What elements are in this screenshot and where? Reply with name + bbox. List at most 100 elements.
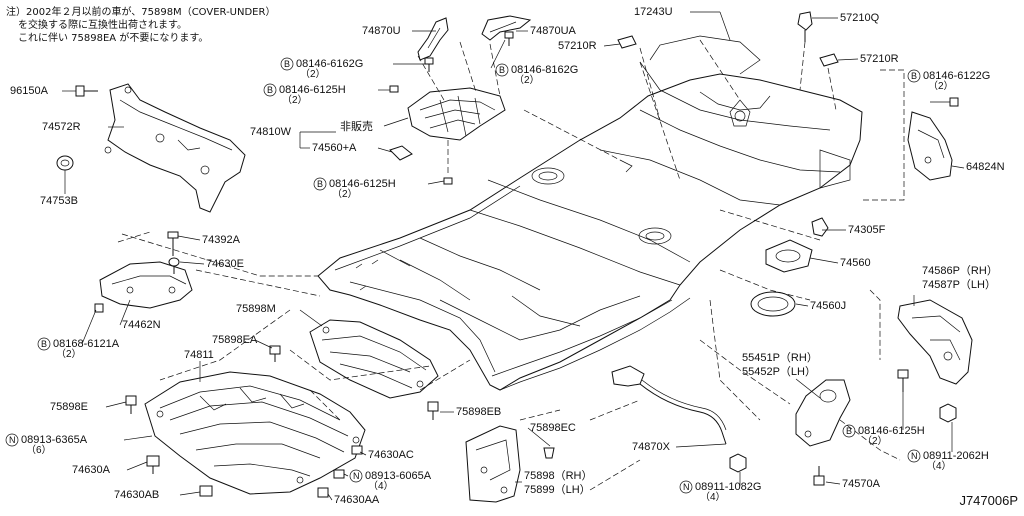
callout-b-1: B bbox=[284, 59, 291, 69]
part-74570A-bolt bbox=[813, 466, 825, 486]
label-74392A: 74392A bbox=[202, 234, 240, 246]
callout-b-6: B bbox=[41, 339, 48, 349]
part-74305F-clip bbox=[811, 217, 829, 237]
part-74572R bbox=[104, 83, 246, 213]
part-08913-6065A-screw bbox=[333, 469, 345, 479]
qty-08913-6365A: （6） bbox=[26, 445, 52, 456]
qty-08146-8162G: （2） bbox=[514, 75, 540, 86]
label-96150A: 96150A bbox=[10, 85, 48, 97]
label-74586P: 74586P（RH） bbox=[922, 265, 998, 277]
label-74305F: 74305F bbox=[848, 224, 886, 236]
part-74560J bbox=[750, 291, 796, 317]
label-57210Q: 57210Q bbox=[840, 12, 880, 24]
callout-b-2: B bbox=[499, 65, 506, 75]
label-08913-6365A: 08913-6365A bbox=[21, 434, 88, 446]
qty-08146-6122G: （2） bbox=[928, 81, 954, 92]
qty-08913-6065A: （4） bbox=[368, 481, 394, 492]
label-74462N: 74462N bbox=[122, 319, 161, 331]
part-74811 bbox=[144, 371, 366, 495]
label-55451P: 55451P（RH） bbox=[742, 352, 818, 364]
note-line-3: これに伴い 75898EA が不要になります。 bbox=[18, 33, 209, 44]
label-75898EB: 75898EB bbox=[456, 406, 502, 418]
label-08911-1082G: 08911-1082G bbox=[695, 481, 762, 493]
part-17243U bbox=[617, 35, 637, 49]
part-75898E-clip bbox=[125, 395, 137, 414]
label-08146-8162G: 08146-8162G bbox=[511, 64, 579, 76]
part-64824N bbox=[907, 111, 953, 181]
label-55452P: 55452P（LH） bbox=[742, 366, 816, 378]
callout-b-4: B bbox=[317, 179, 324, 189]
part-75898EC-clip bbox=[543, 447, 555, 459]
floor-panel bbox=[317, 35, 863, 391]
part-74870UA bbox=[481, 15, 532, 41]
label-74630AA: 74630AA bbox=[334, 494, 380, 506]
label-nonsale: 非販売 bbox=[340, 121, 373, 133]
label-74587P: 74587P（LH） bbox=[922, 279, 996, 291]
part-55451P bbox=[795, 379, 851, 447]
label-57210R-b: 57210R bbox=[860, 53, 899, 65]
label-74560A: 74560+A bbox=[312, 142, 357, 154]
part-74630AA-clip bbox=[317, 487, 329, 498]
label-57210R-a: 57210R bbox=[558, 40, 597, 52]
label-08146-6125H-right: 08146-6125H bbox=[858, 425, 925, 437]
bolt-08146-6125H-mid bbox=[443, 177, 453, 185]
label-75898EC: 75898EC bbox=[530, 422, 576, 434]
callout-circles bbox=[5, 57, 921, 494]
part-08911-1082G-nut bbox=[729, 453, 747, 473]
part-nut-right bbox=[939, 403, 957, 423]
part-96150A-bolt bbox=[75, 85, 98, 97]
label-74630AC: 74630AC bbox=[368, 449, 414, 461]
label-74753B: 74753B bbox=[40, 195, 78, 207]
label-74630A: 74630A bbox=[72, 464, 110, 476]
bolt-08146-6125H-top bbox=[389, 85, 399, 93]
callout-n-2: N bbox=[353, 471, 360, 481]
label-74560J: 74560J bbox=[810, 300, 847, 312]
assembly-dashed-lines bbox=[117, 39, 905, 491]
qty-08146-6162G: （2） bbox=[300, 69, 326, 80]
part-bolt-right bbox=[897, 369, 909, 392]
part-74392A-bolt bbox=[167, 231, 179, 256]
label-74630AB: 74630AB bbox=[114, 489, 160, 501]
label-74560: 74560 bbox=[840, 257, 871, 269]
part-74870U bbox=[417, 17, 449, 61]
part-57210Q bbox=[797, 11, 813, 42]
callout-n-3: N bbox=[683, 482, 690, 492]
diagram-code: J747006P bbox=[959, 493, 1018, 508]
callout-b-7: B bbox=[846, 426, 853, 436]
part-74630AB-clip bbox=[199, 485, 213, 497]
qty-08168-6121A: （2） bbox=[56, 349, 82, 360]
part-74630AC-clip bbox=[351, 445, 363, 455]
part-74586P bbox=[897, 299, 973, 385]
qty-08146-6125H-right: （2） bbox=[862, 436, 888, 447]
label-74810W: 74810W bbox=[250, 126, 291, 138]
label-08913-6065A: 08913-6065A bbox=[365, 470, 432, 482]
label-08146-6125H-mid: 08146-6125H bbox=[329, 178, 396, 190]
part-74560A bbox=[389, 145, 413, 161]
label-74570A: 74570A bbox=[842, 478, 880, 490]
label-64824N: 64824N bbox=[966, 161, 1005, 173]
label-74870U: 74870U bbox=[362, 25, 401, 37]
label-75898E: 75898E bbox=[50, 401, 88, 413]
label-08146-6125H-top: 08146-6125H bbox=[279, 84, 346, 96]
qty-08146-6125H-mid: （2） bbox=[332, 189, 358, 200]
label-74811: 74811 bbox=[184, 349, 214, 361]
qty-08911-2062H: （4） bbox=[926, 461, 952, 472]
part-74630E-clip bbox=[168, 257, 180, 274]
qty-08911-1082G: （4） bbox=[700, 492, 726, 503]
label-74572R: 74572R bbox=[42, 121, 81, 133]
part-74870X bbox=[611, 365, 727, 445]
leader-lines bbox=[62, 11, 965, 501]
callout-n-4: N bbox=[911, 451, 918, 461]
label-17243U: 17243U bbox=[634, 6, 673, 18]
label-08146-6122G: 08146-6122G bbox=[923, 70, 991, 82]
note-line-2: を交換する際に互換性出荷されます。 bbox=[18, 20, 187, 31]
part-57210R-b bbox=[819, 53, 839, 67]
part-75898M bbox=[309, 319, 439, 399]
part-74810W bbox=[407, 87, 506, 141]
label-75899LH: 75899（LH） bbox=[524, 484, 591, 496]
part-75898RH bbox=[465, 425, 521, 503]
part-74560 bbox=[765, 239, 813, 273]
label-75898EA: 75898EA bbox=[212, 334, 258, 346]
label-74870UA: 74870UA bbox=[530, 25, 576, 37]
